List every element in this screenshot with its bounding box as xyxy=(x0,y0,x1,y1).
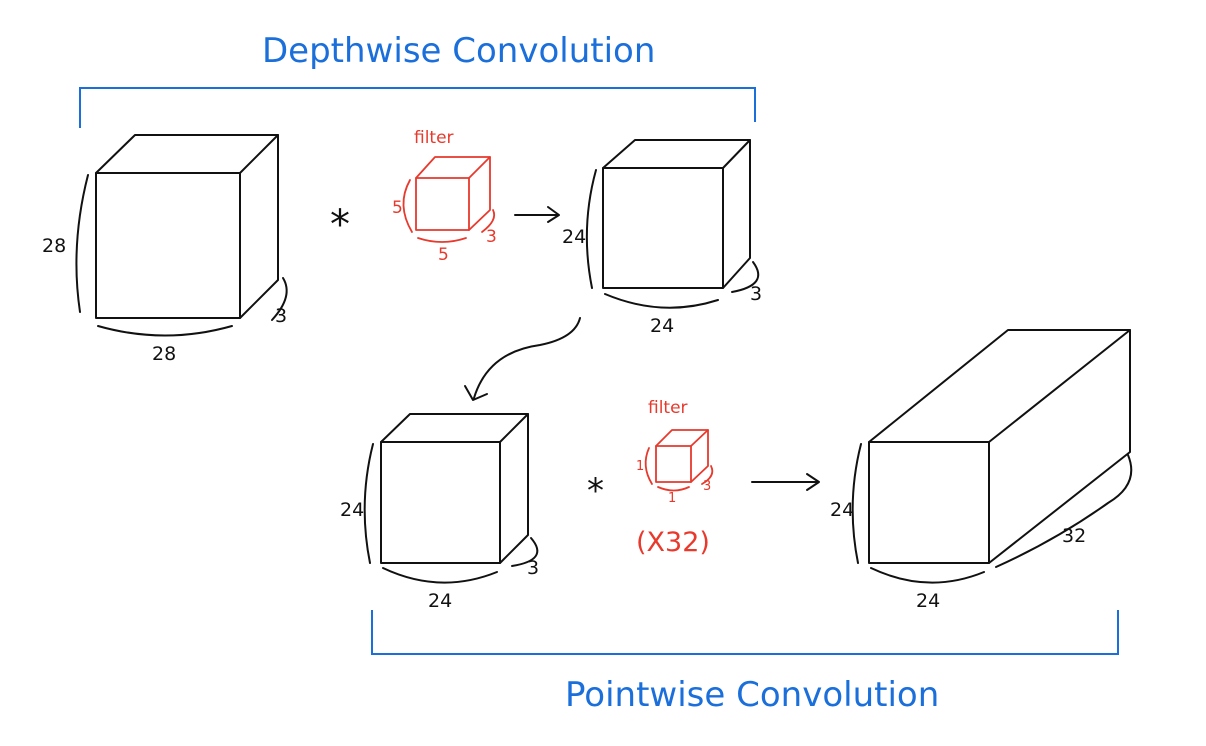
depthwise-input-depth: 3 xyxy=(275,305,287,327)
depthwise-bracket xyxy=(79,87,756,128)
depthwise-output-height: 24 xyxy=(562,226,586,248)
depthwise-output-cube xyxy=(585,139,760,309)
pointwise-output-block xyxy=(851,329,1133,584)
depthwise-input-height: 28 xyxy=(42,235,66,257)
depthwise-filter-depth: 3 xyxy=(486,227,497,247)
pointwise-filter-label: filter xyxy=(648,398,688,418)
pointwise-result-arrow xyxy=(751,473,820,491)
depthwise-output-depth: 3 xyxy=(750,283,762,305)
pointwise-input-cube xyxy=(363,413,539,584)
depthwise-input-cube xyxy=(75,134,288,337)
depthwise-filter-width: 5 xyxy=(438,245,449,265)
depthwise-input-width: 28 xyxy=(152,343,176,365)
pointwise-filter-count: (X32) xyxy=(636,527,710,558)
pointwise-output-width: 24 xyxy=(916,590,940,612)
depthwise-filter-cube xyxy=(402,156,496,243)
pointwise-convolve-operator: * xyxy=(587,471,604,511)
pointwise-bracket xyxy=(371,610,1119,655)
depthwise-result-arrow xyxy=(514,206,560,223)
transition-curved-arrow xyxy=(464,317,581,401)
depthwise-title: Depthwise Convolution xyxy=(262,31,655,71)
depthwise-filter-height: 5 xyxy=(392,198,403,218)
depthwise-filter-label: filter xyxy=(414,128,454,148)
pointwise-filter-width: 1 xyxy=(668,491,676,506)
depthwise-convolve-operator: * xyxy=(330,202,350,248)
pointwise-title: Pointwise Convolution xyxy=(565,675,939,715)
pointwise-input-width: 24 xyxy=(428,590,452,612)
depthwise-output-width: 24 xyxy=(650,315,674,337)
pointwise-input-height: 24 xyxy=(340,499,364,521)
pointwise-input-depth: 3 xyxy=(527,557,539,579)
pointwise-filter-depth: 3 xyxy=(703,479,711,494)
pointwise-filter-cube xyxy=(644,429,714,492)
pointwise-output-depth: 32 xyxy=(1062,525,1086,547)
pointwise-output-height: 24 xyxy=(830,499,854,521)
pointwise-filter-height: 1 xyxy=(636,459,644,474)
